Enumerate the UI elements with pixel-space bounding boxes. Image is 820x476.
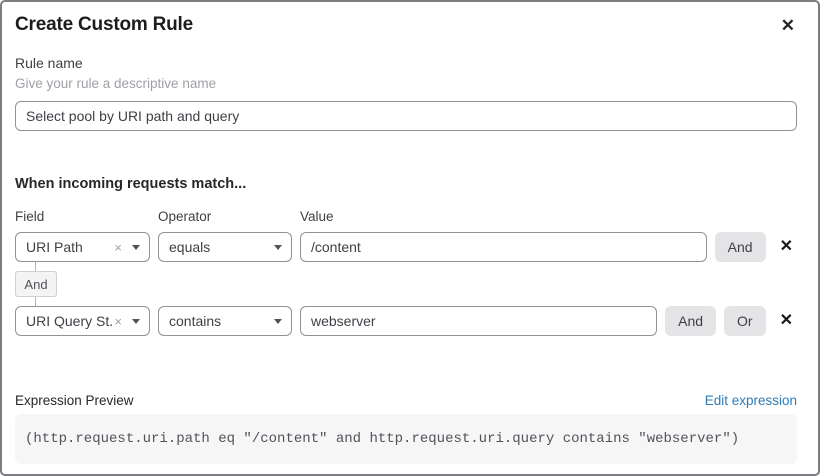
field-column-label: Field	[15, 209, 45, 224]
add-and-condition-button[interactable]: And	[714, 232, 766, 262]
remove-condition-icon[interactable]: ✕	[776, 237, 797, 257]
condition-column-headers: Field Operator Value	[15, 209, 797, 224]
operator-column-label: Operator	[158, 209, 212, 224]
add-or-condition-button[interactable]: Or	[724, 306, 766, 336]
operator-select-value: contains	[169, 313, 222, 329]
rule-name-help-text: Give your rule a descriptive name	[15, 76, 217, 91]
condition-row-1: URI Path × equals And ✕	[15, 232, 797, 262]
chevron-down-icon	[132, 318, 140, 324]
connector-and-button[interactable]: And	[15, 271, 57, 297]
clear-selection-icon[interactable]: ×	[114, 239, 122, 255]
rule-name-section: Rule name Give your rule a descriptive n…	[15, 55, 797, 131]
operator-select-value: equals	[169, 239, 211, 255]
field-select-value: URI Path	[26, 239, 83, 255]
expression-preview-code: (http.request.uri.path eq "/content" and…	[15, 414, 797, 464]
field-select[interactable]: URI Path ×	[15, 232, 150, 262]
rule-name-label: Rule name	[15, 55, 83, 71]
value-input[interactable]	[300, 306, 658, 336]
operator-select[interactable]: equals	[158, 232, 292, 262]
condition-connector: And	[15, 262, 797, 306]
connector-line	[35, 262, 36, 271]
expression-preview-label: Expression Preview	[15, 393, 134, 408]
edit-expression-link[interactable]: Edit expression	[704, 393, 797, 408]
connector-line	[35, 297, 36, 306]
field-select-value: URI Query St...	[26, 313, 113, 329]
remove-condition-icon[interactable]: ✕	[776, 311, 797, 331]
field-select[interactable]: URI Query St... ×	[15, 306, 150, 336]
dialog-title: Create Custom Rule	[15, 14, 193, 35]
chevron-down-icon	[132, 244, 140, 250]
condition-row-2: URI Query St... × contains And Or ✕	[15, 306, 797, 336]
operator-select[interactable]: contains	[158, 306, 292, 336]
chevron-down-icon	[274, 244, 282, 250]
clear-selection-icon[interactable]: ×	[114, 313, 122, 329]
value-input[interactable]	[300, 232, 707, 262]
rule-name-input[interactable]	[15, 101, 797, 131]
close-icon[interactable]: ✕	[780, 16, 795, 35]
value-column-label: Value	[300, 209, 334, 224]
dialog-header: Create Custom Rule ✕	[15, 14, 797, 36]
chevron-down-icon	[274, 318, 282, 324]
expression-preview-header: Expression Preview Edit expression	[15, 393, 797, 408]
add-and-condition-button[interactable]: And	[665, 306, 717, 336]
match-heading: When incoming requests match...	[15, 176, 247, 192]
